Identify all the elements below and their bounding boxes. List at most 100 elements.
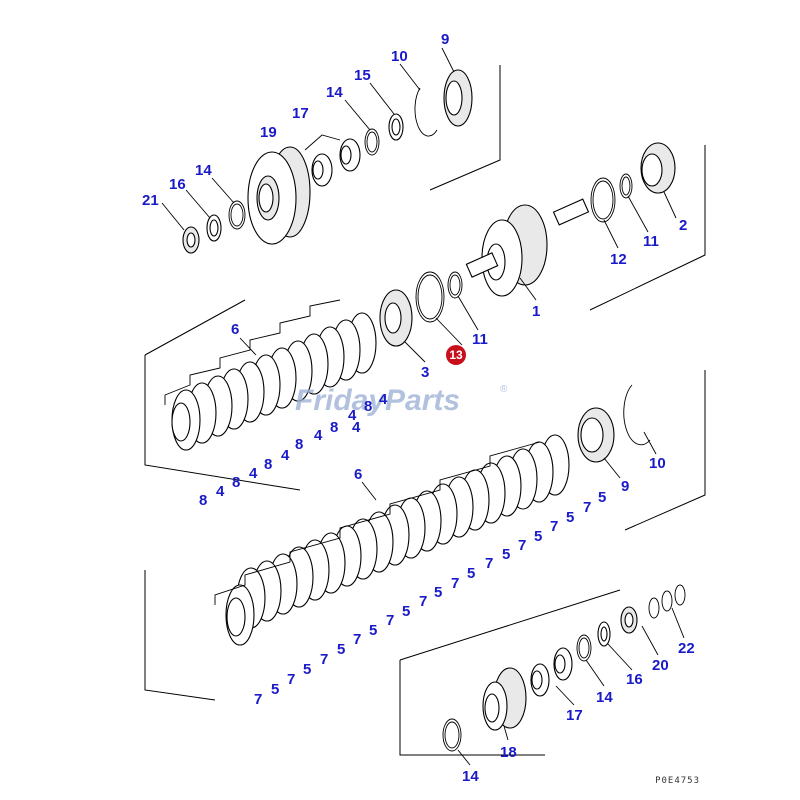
callout-5: 5 [566, 509, 574, 526]
callout-4: 4 [379, 391, 388, 408]
callout-4: 4 [249, 465, 258, 482]
callout-7: 7 [320, 651, 328, 668]
callout-8: 8 [330, 419, 338, 436]
part-14-ring-top [364, 128, 380, 156]
callout-17: 17 [566, 707, 583, 724]
leader-lines [161, 47, 685, 766]
callout-5: 5 [402, 603, 410, 620]
callout-labels: 9 10 15 14 17 19 14 16 21 2 11 12 1 11 3… [142, 31, 695, 785]
lower-clutch-pack [214, 434, 570, 646]
part-16-washer [206, 214, 222, 242]
part-16-washer-bottom [597, 621, 611, 647]
callout-4: 4 [281, 447, 290, 464]
part-19-gear [247, 146, 311, 245]
upper-clutch-pack [164, 299, 377, 451]
callout-7: 7 [419, 593, 427, 610]
callout-8: 8 [232, 474, 240, 491]
callout-5: 5 [598, 489, 606, 506]
part-14-ring-bottom [442, 718, 462, 752]
callout-1: 1 [532, 303, 540, 320]
part-10-snap-ring-mid [623, 384, 651, 446]
callout-5: 5 [502, 546, 510, 563]
callout-6: 6 [231, 321, 239, 338]
callout-7: 7 [254, 691, 262, 708]
callout-7: 7 [485, 555, 493, 572]
callout-7: 7 [451, 575, 459, 592]
callout-9: 9 [621, 478, 629, 495]
callout-9: 9 [441, 31, 449, 48]
part-2-bearing-cap [640, 142, 676, 194]
part-20-nut [620, 606, 638, 634]
callout-22: 22 [678, 640, 695, 657]
callout-18: 18 [500, 744, 517, 761]
part-3-thrust-plate [379, 289, 413, 347]
callout-7: 7 [583, 499, 591, 516]
callout-7: 7 [550, 518, 558, 535]
frame-right-shaft [589, 145, 706, 311]
callout-5: 5 [271, 681, 279, 698]
part-11-ring-right [619, 173, 633, 199]
callout-8: 8 [364, 398, 372, 415]
callout-7: 7 [518, 537, 526, 554]
callout-7: 7 [386, 612, 394, 629]
watermark-text: FridayParts [295, 384, 460, 417]
callout-16: 16 [169, 176, 186, 193]
callout-16: 16 [626, 671, 643, 688]
watermark-registered-mark: ® [500, 384, 508, 395]
callout-4: 4 [352, 419, 361, 436]
part-1-shaft-hub [465, 198, 590, 297]
callout-10: 10 [649, 455, 666, 472]
frame-pack-lower [144, 570, 216, 701]
frame-top [429, 65, 501, 191]
highlight-badge-label: 13 [449, 348, 463, 362]
callout-7: 7 [287, 671, 295, 688]
callout-5: 5 [337, 641, 345, 658]
part-14-ring-bottom2 [576, 634, 592, 662]
part-14-snap-ring [228, 200, 246, 230]
part-17-bearing-bottom [530, 647, 573, 697]
part-12-ring [590, 177, 616, 223]
callout-11: 11 [472, 331, 488, 348]
callout-5: 5 [303, 661, 311, 678]
callout-4: 4 [314, 427, 323, 444]
part-11-ring-mid [447, 271, 463, 299]
part-21-nut [182, 226, 200, 254]
frame-pack-right [624, 370, 706, 531]
callout-8: 8 [264, 456, 272, 473]
callout-6: 6 [354, 466, 362, 483]
part-9-plate-mid [577, 407, 615, 463]
frame-pack-upper [144, 299, 301, 491]
callout-20: 20 [652, 657, 669, 674]
part-17-bearing [304, 134, 361, 187]
part-13-ring [415, 271, 445, 323]
part-22-rings [648, 584, 686, 619]
callout-5: 5 [434, 584, 442, 601]
callout-11: 11 [643, 233, 659, 250]
watermark: FridayParts ® [295, 384, 508, 417]
highlight-badge-13: 13 [446, 345, 466, 365]
callout-12: 12 [610, 251, 627, 268]
callout-10: 10 [391, 48, 408, 65]
callout-8: 8 [199, 492, 207, 509]
callout-5: 5 [534, 528, 542, 545]
callout-14: 14 [326, 84, 343, 101]
drawing-code: P0E4753 [655, 776, 700, 786]
callout-3: 3 [421, 364, 429, 381]
frame-bottom [399, 589, 621, 756]
callout-4: 4 [216, 483, 225, 500]
callout-21: 21 [142, 192, 159, 209]
part-15-ring [388, 113, 404, 141]
callout-19: 19 [260, 124, 277, 141]
callout-5: 5 [369, 622, 377, 639]
callout-5: 5 [467, 565, 475, 582]
callout-17: 17 [292, 105, 309, 122]
callout-7: 7 [353, 631, 361, 648]
callout-2: 2 [679, 217, 687, 234]
part-9-bearing-race [443, 69, 473, 127]
callout-14: 14 [596, 689, 613, 706]
callout-8: 8 [295, 436, 303, 453]
part-18-gear-hub [482, 667, 527, 731]
part-10-snap-ring-top [414, 87, 438, 137]
callout-14: 14 [195, 162, 212, 179]
